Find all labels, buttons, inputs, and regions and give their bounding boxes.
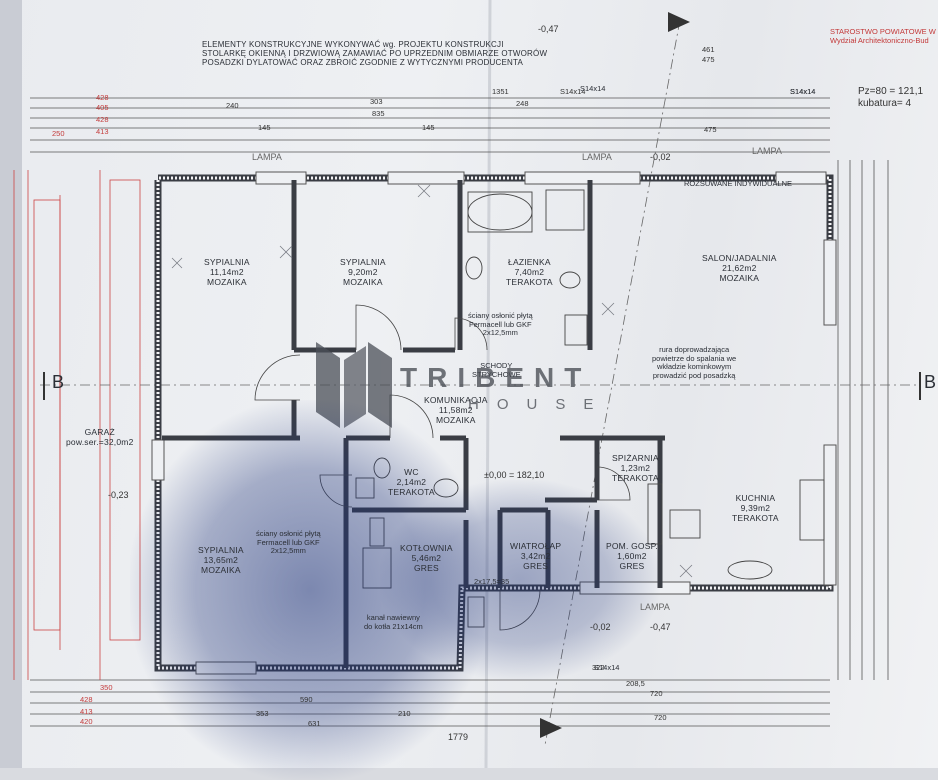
level-outside: -0,47 <box>650 622 671 632</box>
section-b-left: B <box>52 372 65 392</box>
dim-label: 1351 <box>492 87 509 96</box>
note-stair-riser: 2x17,5=35 <box>474 577 510 586</box>
dim-label: 461 <box>702 45 715 54</box>
dim-label: 420 <box>80 717 93 726</box>
note-window-size-top: S14x14 <box>580 84 606 93</box>
dim-label: 145 <box>422 123 435 132</box>
dim-label: S14x14 <box>560 87 586 96</box>
top-dimension-lines <box>30 97 830 153</box>
level-floor: -0,02 <box>590 622 611 632</box>
exterior-wall-hatch <box>156 176 832 670</box>
area-summary: Pz=80 = 121,1 kubatura= 4 <box>858 86 924 109</box>
door-swings <box>254 304 631 631</box>
paper-edge <box>0 0 22 768</box>
tribent-logo-icon <box>316 342 392 428</box>
dim-label: 428 <box>80 695 93 704</box>
level-garage: -0,23 <box>108 490 129 500</box>
dim-label: 835 <box>372 109 385 118</box>
note-window-size-bottom: S14x14 <box>594 663 620 672</box>
dim-label: S14x14 <box>790 87 816 96</box>
section-axis-lines <box>40 19 920 746</box>
dim-label: 413 <box>96 127 109 136</box>
dim-label: 353 <box>256 709 269 718</box>
windows <box>151 171 837 675</box>
dim-label: 405 <box>96 103 109 112</box>
dim-label: 240 <box>226 101 239 110</box>
authority-stamp: STAROSTWO POWIATOWE W PIA Wydział Archit… <box>830 27 938 45</box>
note-sliding-door: ROZSUWANE INDYWIDUALNE <box>684 179 793 188</box>
section-b-right: B <box>924 372 937 392</box>
note-lamp: LAMPA <box>752 146 782 156</box>
dim-label: 413 <box>80 707 93 716</box>
construction-note: ELEMENTY KONSTRUKCYJNE WYKONYWAĆ wg. PRO… <box>202 40 548 68</box>
bottom-dimension-lines <box>30 679 830 727</box>
pencil-marks <box>171 184 693 578</box>
section-markers <box>43 12 921 738</box>
dim-label: 322 <box>592 663 605 672</box>
dim-label: 1779 <box>448 732 469 742</box>
dim-label: 303 <box>370 97 383 106</box>
dim-label: 590 <box>300 695 313 704</box>
level-mid: -0,02 <box>650 152 671 162</box>
level-zero: ±0,00 = 182,10 <box>484 470 545 480</box>
dim-label: 720 <box>654 713 667 722</box>
dim-label: 145 <box>258 123 271 132</box>
dim-label: 720 <box>650 689 663 698</box>
dim-label: 248 <box>516 99 529 108</box>
note-lamp-3: LAMPA <box>640 602 670 612</box>
note-lamp-2: LAMPA <box>252 152 282 162</box>
dim-label: 350 <box>100 683 113 692</box>
dim-label: 631 <box>308 719 321 728</box>
exterior-walls <box>154 174 834 672</box>
dim-label: 208,5 <box>626 679 645 688</box>
note-window-size-top-right: S14x14 <box>790 87 816 96</box>
left-dimension-lines <box>13 170 141 680</box>
dim-label: 428 <box>96 93 109 102</box>
note-lamp-4: LAMPA <box>582 152 612 162</box>
dim-label: 250 <box>52 129 65 138</box>
dim-label: 210 <box>398 709 411 718</box>
level-top: -0,47 <box>538 24 559 34</box>
interior-walls <box>162 180 665 668</box>
right-dimension-lines <box>837 160 889 680</box>
tribent-watermark: TRIBENT HOUSE <box>400 362 612 413</box>
dim-label: 428 <box>96 115 109 124</box>
dim-label: 475 <box>704 125 717 134</box>
dim-label: 475 <box>702 55 715 64</box>
